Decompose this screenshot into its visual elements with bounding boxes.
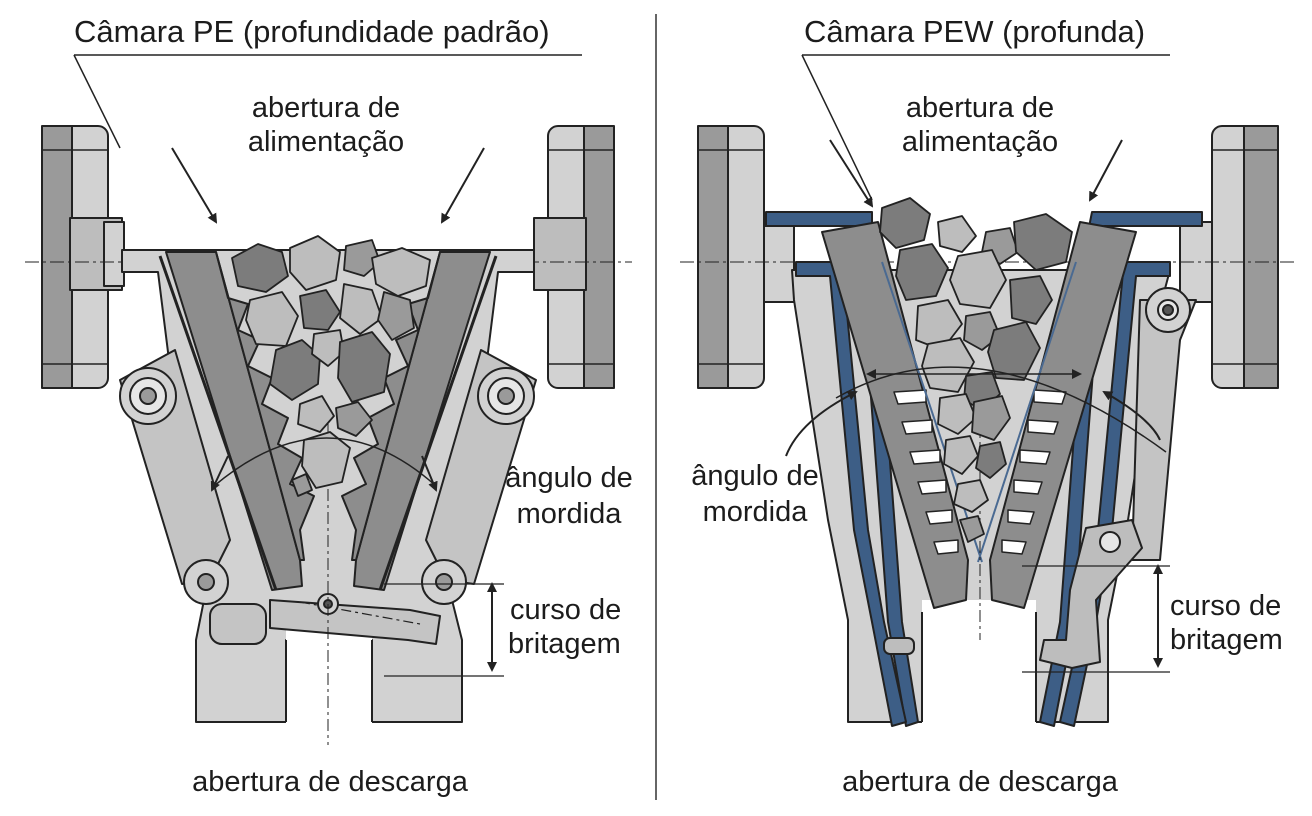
pe-bite-angle-arrow-left	[210, 455, 229, 492]
pew-right-liner	[1039, 211, 1203, 727]
pew-chamber-line-right	[977, 261, 1077, 563]
pe-title-leader	[73, 54, 121, 149]
pe-bite-angle-arrow-right	[421, 455, 438, 492]
pew-discharge-label: abertura de descarga	[842, 766, 1118, 798]
pew-feed-arrow-left	[829, 139, 874, 208]
pe-feed-label-line1: abertura de	[251, 92, 401, 124]
pe-right-jaw-plate	[353, 251, 491, 591]
pe-left-jaw-teeth	[215, 251, 315, 561]
pe-right-flywheel	[533, 125, 615, 389]
pe-discharge-label: abertura de descarga	[192, 766, 468, 798]
pe-feed-arrow-left	[171, 147, 218, 224]
pe-left-jaw-plate	[165, 251, 303, 591]
pew-jaw-teeth	[893, 389, 1067, 555]
pe-right-eccentric	[477, 367, 535, 425]
pe-left-liner	[158, 255, 278, 591]
pew-feed-arrow-right	[1089, 139, 1123, 202]
pew-right-flywheel	[1179, 125, 1279, 389]
pew-bite-angle-label-line2: mordida	[702, 496, 808, 528]
pe-feed-label-line2: alimentação	[247, 126, 405, 158]
pew-crushing-stroke-label-line2: britagem	[1170, 624, 1283, 656]
pe-crushing-stroke-label-line2: britagem	[508, 628, 621, 660]
pew-crushing-stroke-label-line1: curso de	[1170, 590, 1282, 622]
pe-left-eccentric	[119, 367, 177, 425]
pew-bite-angle-arrow-right	[1102, 391, 1161, 441]
pew-rock-fill	[879, 197, 1073, 543]
pew-chamber-title: Câmara PEW (profunda)	[804, 14, 1146, 49]
pew-feed-label-line2: alimentação	[901, 126, 1059, 158]
pew-chamber-line-left	[881, 261, 983, 563]
pe-crushing-stroke-label-line1: curso de	[510, 594, 622, 626]
pew-bite-angle-label-line1: ângulo de	[691, 460, 819, 492]
pe-feed-arrow-right	[441, 147, 485, 224]
pew-chamber-drawing	[680, 54, 1294, 727]
pew-feed-label-line1: abertura de	[905, 92, 1055, 124]
pe-rock-fill	[231, 235, 431, 497]
pe-right-liner	[378, 255, 498, 591]
pe-chamber-drawing	[25, 54, 632, 745]
pe-bite-angle-arc	[213, 437, 437, 487]
pe-left-flywheel	[41, 125, 125, 389]
pew-title-leader	[801, 54, 873, 201]
pew-bite-angle-arrow-left	[785, 391, 858, 457]
pew-left-outer-liner	[795, 261, 907, 727]
pe-bite-angle-label-line1: ângulo de	[505, 462, 633, 494]
pew-left-flywheel	[697, 125, 795, 389]
pe-toggle-assembly	[183, 559, 467, 645]
pe-chamber-title: Câmara PE (profundidade padrão)	[74, 14, 550, 49]
pe-bite-angle-label-line2: mordida	[516, 498, 622, 530]
pew-toggle-assembly	[883, 287, 1197, 669]
